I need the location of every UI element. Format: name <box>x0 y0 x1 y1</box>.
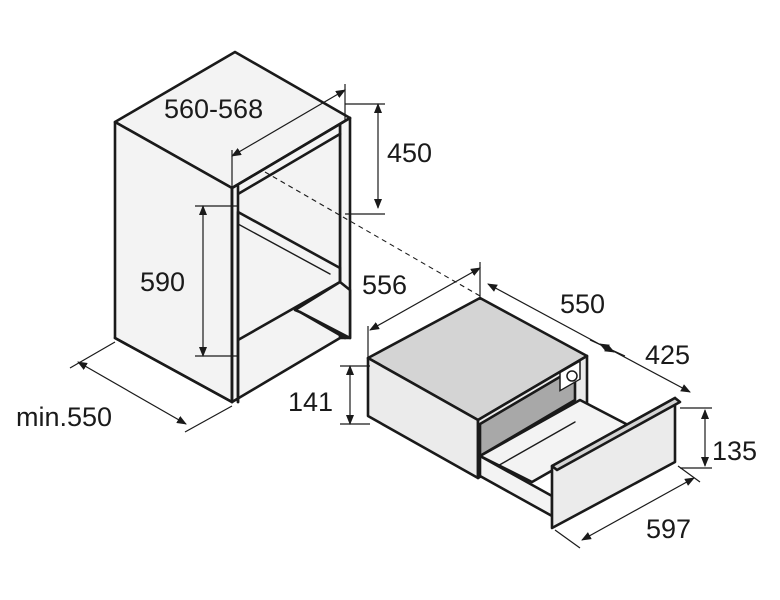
drawer-drawing <box>366 296 682 530</box>
front-width-label: 597 <box>646 514 691 544</box>
cabinet-width-label: 560-568 <box>164 94 263 124</box>
drawer-width-label: 556 <box>362 270 407 300</box>
cabinet-upper-height-label: 450 <box>387 138 432 168</box>
cabinet-dimensions <box>69 84 481 433</box>
cabinet-niche-shelf <box>236 210 342 404</box>
drawer-opening <box>478 366 577 458</box>
drawer-extension-label: 425 <box>645 340 690 370</box>
front-height-label: 135 <box>712 436 757 466</box>
drawer-front-panel-top <box>550 396 682 472</box>
cabinet-niche-height-label: 590 <box>140 267 185 297</box>
drawer-depth-label: 550 <box>560 289 605 319</box>
drawer-dimensions <box>340 262 712 549</box>
cabinet-drawing <box>113 50 352 404</box>
cabinet-depth-label: min.550 <box>16 402 112 432</box>
control-knob-icon <box>559 359 581 392</box>
drawer-height-label: 141 <box>288 387 333 417</box>
